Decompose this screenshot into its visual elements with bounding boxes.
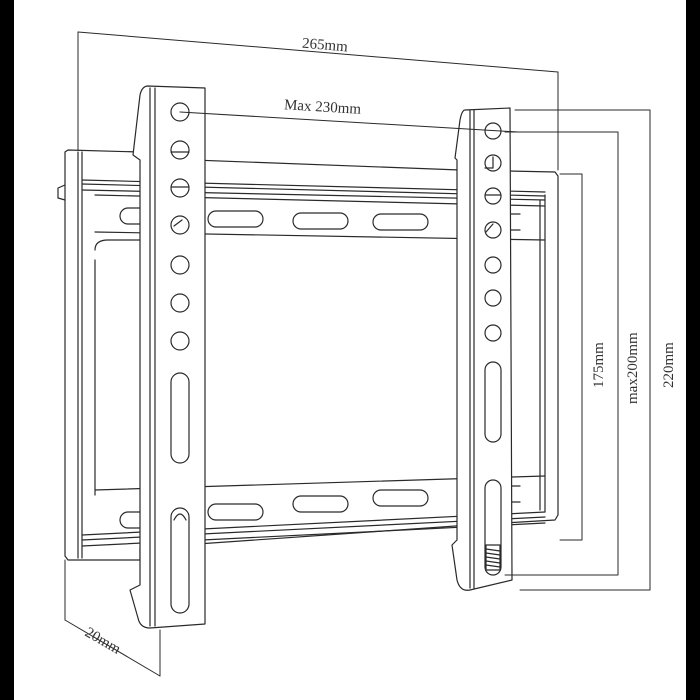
label-max-vesa-height: max200mm: [625, 332, 641, 404]
label-depth: 20mm: [82, 625, 123, 658]
label-overall-width: 265mm: [301, 36, 348, 56]
right-vertical-arm: [451, 107, 513, 591]
label-inner-height: 175mm: [591, 342, 607, 388]
label-overall-height: 220mm: [661, 342, 677, 388]
dimension-lines: [64, 31, 651, 677]
locking-spring: [485, 544, 501, 571]
left-border: [0, 0, 14, 700]
label-max-vesa-width: Max 230mm: [284, 97, 362, 118]
right-border: [686, 0, 700, 700]
left-vertical-arm: [129, 85, 206, 629]
